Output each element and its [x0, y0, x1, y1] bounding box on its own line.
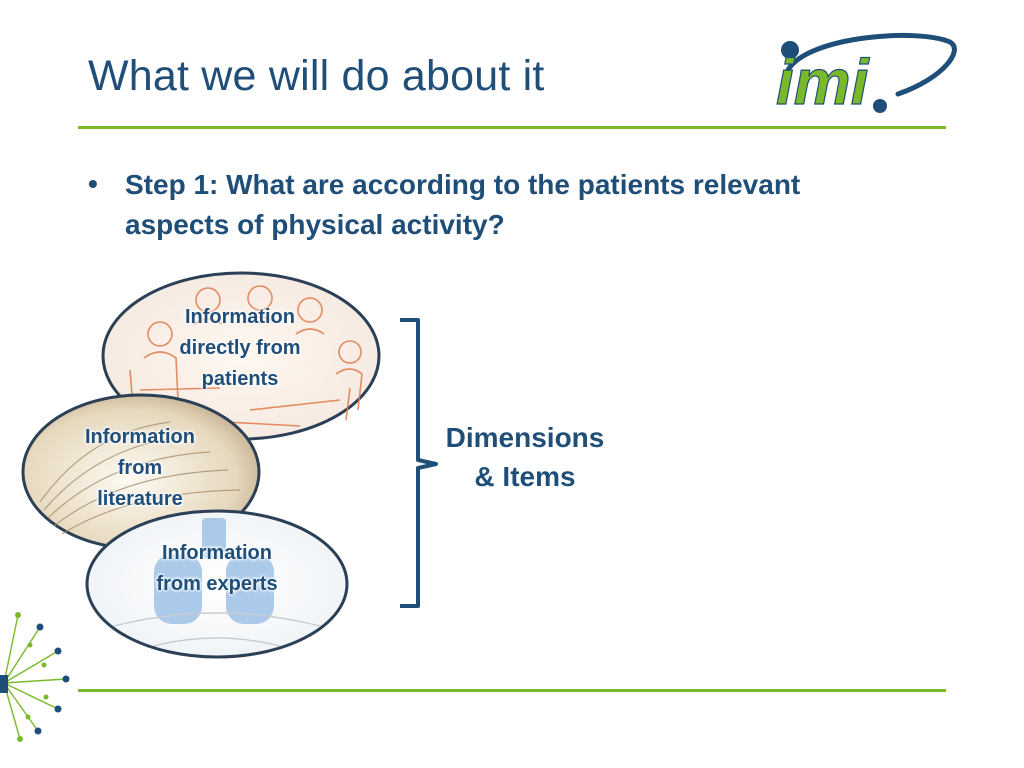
source-label-patients: Information directly from patients — [179, 306, 301, 390]
decorative-dot-burst — [0, 605, 72, 745]
bullet-marker: • — [88, 168, 98, 199]
source-bubble-patients: Information directly from patients — [100, 270, 382, 442]
source-label-experts: Information from experts — [156, 542, 278, 595]
slide-title: What we will do about it — [88, 52, 545, 100]
bullet-text: Step 1: What are according to the patien… — [125, 169, 801, 240]
bottom-divider — [78, 689, 946, 692]
source-bubble-experts: Information from experts — [84, 508, 350, 660]
logo-text: imi — [776, 46, 870, 118]
grouping-brace — [398, 316, 438, 612]
result-label: Dimensions & Items — [445, 422, 605, 492]
top-divider — [78, 126, 946, 129]
imi-logo: imi — [768, 28, 960, 124]
source-label-literature: Information from literature — [85, 426, 195, 510]
